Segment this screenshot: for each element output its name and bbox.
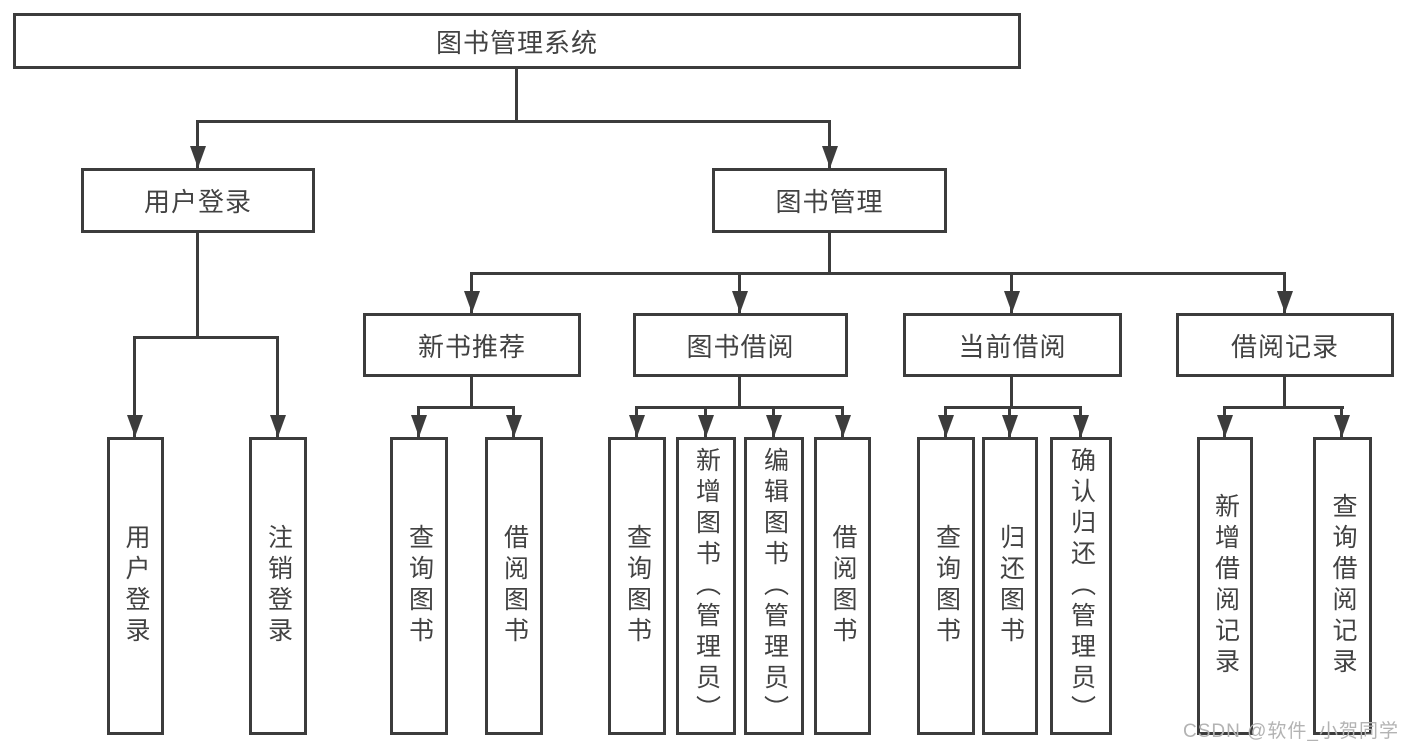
arrow-borrow-query [635, 406, 638, 437]
node-book-management: 图书管理 [712, 168, 947, 233]
leaf-records-add-borrow-record: 新增借阅记录 [1197, 437, 1253, 735]
arrow-to-new-book [470, 272, 473, 313]
connector-book-management-drop [828, 230, 831, 275]
leaf-user-login: 用户登录 [107, 437, 164, 735]
arrow-borrow-edit [772, 406, 775, 437]
connector-user-login-drop [196, 230, 199, 339]
leaf-records-add-borrow-record-label: 新增借阅记录 [1211, 493, 1240, 679]
leaf-current-query-books-label: 查询图书 [932, 524, 961, 648]
arrow-borrow-borrow [841, 406, 844, 437]
arrow-to-leaf-user-login [133, 336, 136, 437]
connector-new-book-rail [417, 406, 515, 409]
leaf-borrow-query-books-label: 查询图书 [623, 524, 652, 648]
node-library-system-label: 图书管理系统 [435, 27, 598, 58]
node-new-book-recommend: 新书推荐 [363, 313, 581, 377]
node-current-borrow: 当前借阅 [903, 313, 1122, 377]
connector-book-borrow-drop [738, 374, 741, 409]
node-book-borrow: 图书借阅 [633, 313, 848, 377]
leaf-current-return-books-label: 归还图书 [996, 524, 1025, 648]
leaf-borrow-borrow-books-label: 借阅图书 [829, 524, 857, 648]
arrow-current-query [944, 406, 947, 437]
arrow-newbook-borrow [512, 406, 515, 437]
leaf-borrow-borrow-books: 借阅图书 [814, 437, 871, 735]
node-user-login-label: 用户登录 [143, 187, 252, 217]
leaf-borrow-add-books-admin: 新增图书（管理员） [676, 437, 736, 735]
leaf-logout: 注销登录 [249, 437, 307, 735]
connector-current-borrow-drop [1010, 374, 1013, 409]
arrow-records-query [1340, 406, 1343, 437]
leaf-borrow-edit-books-admin-label: 编辑图书（管理员） [760, 446, 789, 726]
node-new-book-recommend-label: 新书推荐 [417, 331, 526, 362]
arrow-to-borrow-records [1283, 272, 1286, 313]
leaf-records-query-borrow-record-label: 查询借阅记录 [1329, 493, 1357, 679]
csdn-watermark: CSDN @软件_小贺同学 [1183, 721, 1399, 742]
leaf-user-login-label: 用户登录 [122, 524, 150, 648]
leaf-logout-label: 注销登录 [264, 524, 293, 648]
arrow-records-add [1223, 406, 1226, 437]
arrow-to-user-login [196, 120, 199, 168]
leaf-borrow-add-books-admin-label: 新增图书（管理员） [692, 446, 721, 726]
leaf-records-query-borrow-record: 查询借阅记录 [1313, 437, 1372, 735]
node-borrow-records: 借阅记录 [1176, 313, 1394, 377]
leaf-current-confirm-return-admin-label: 确认归还（管理员） [1067, 446, 1096, 726]
leaf-newbook-query-books-label: 查询图书 [405, 524, 434, 648]
node-book-management-label: 图书管理 [775, 187, 884, 217]
leaf-current-confirm-return-admin: 确认归还（管理员） [1050, 437, 1112, 735]
node-library-system: 图书管理系统 [13, 13, 1021, 69]
arrow-newbook-query [417, 406, 420, 437]
node-user-login: 用户登录 [81, 168, 315, 233]
leaf-current-query-books: 查询图书 [917, 437, 975, 735]
node-borrow-records-label: 借阅记录 [1230, 331, 1339, 362]
leaf-borrow-query-books: 查询图书 [608, 437, 666, 735]
leaf-newbook-borrow-books: 借阅图书 [485, 437, 543, 735]
arrow-current-return [1008, 406, 1011, 437]
arrow-to-current-borrow [1010, 272, 1013, 313]
connector-current-borrow-rail [944, 406, 1082, 409]
connector-level3-rail [470, 272, 1286, 275]
arrow-to-leaf-logout [276, 336, 279, 437]
node-book-borrow-label: 图书借阅 [686, 331, 795, 362]
connector-root-drop [515, 66, 518, 123]
connector-level2-rail [196, 120, 831, 123]
connector-new-book-drop [470, 374, 473, 409]
arrow-current-confirm [1079, 406, 1082, 437]
connector-user-login-rail [133, 336, 279, 339]
connector-borrow-records-rail [1223, 406, 1344, 409]
connector-borrow-records-drop [1283, 374, 1286, 409]
leaf-newbook-query-books: 查询图书 [390, 437, 448, 735]
connector-book-borrow-rail [635, 406, 844, 409]
arrow-to-book-management [828, 120, 831, 168]
leaf-current-return-books: 归还图书 [982, 437, 1038, 735]
node-current-borrow-label: 当前借阅 [958, 331, 1067, 362]
leaf-newbook-borrow-books-label: 借阅图书 [500, 524, 529, 648]
leaf-borrow-edit-books-admin: 编辑图书（管理员） [744, 437, 804, 735]
arrow-borrow-add [704, 406, 707, 437]
arrow-to-book-borrow [738, 272, 741, 313]
